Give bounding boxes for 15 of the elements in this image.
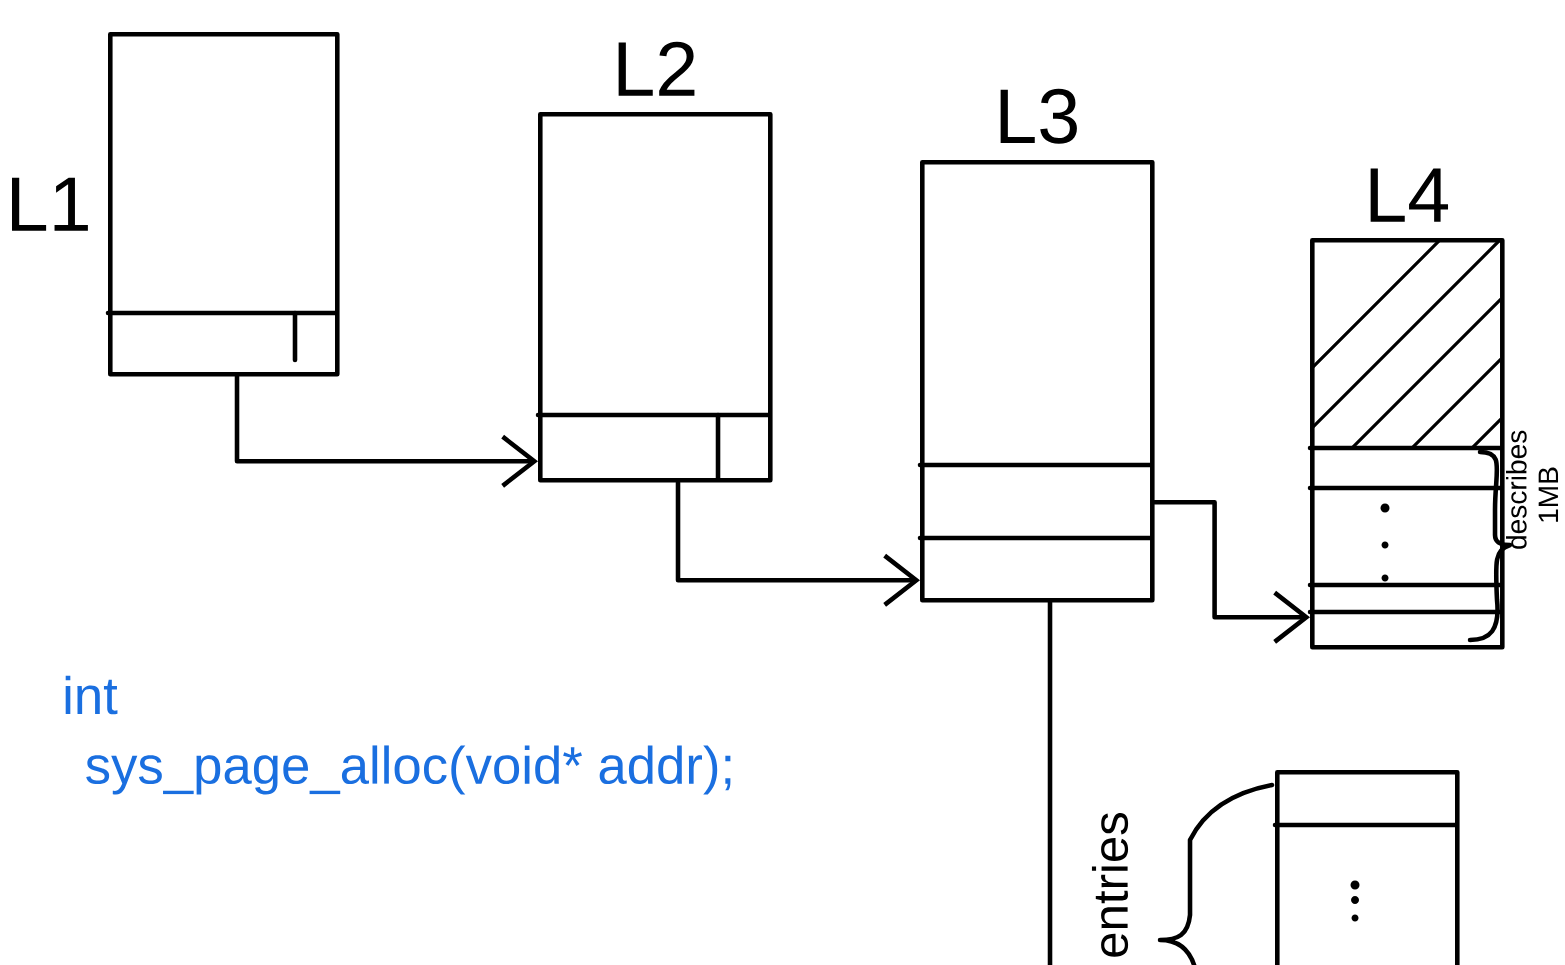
- code-text: int: [65, 675, 118, 715]
- code-text: sys_page_alloc(void* addr);: [86, 745, 731, 795]
- bracket-label: entries: [1091, 812, 1129, 957]
- arrow: [234, 374, 539, 488]
- node-label: L2: [618, 41, 695, 96]
- table-box: [1275, 770, 1460, 965]
- table-box: L1: [12, 32, 340, 377]
- arrow: [675, 480, 920, 607]
- table-box: L3: [920, 88, 1155, 603]
- arrow: [1152, 500, 1311, 644]
- table-box: L4: [1310, 168, 1505, 650]
- node-label: L3: [1000, 88, 1077, 144]
- node-label: L4: [1370, 168, 1449, 222]
- node-label: L1: [12, 177, 88, 231]
- table-box: L2: [538, 41, 773, 483]
